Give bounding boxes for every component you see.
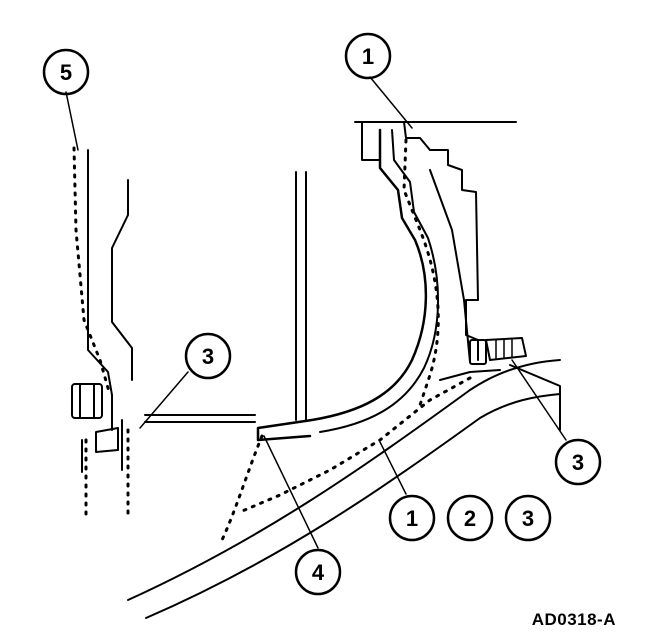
housing-outline — [71, 121, 561, 619]
callout-3-right-label: 3 — [572, 450, 584, 475]
callout-5: 5 — [42, 48, 90, 96]
callout-leaders — [65, 76, 567, 549]
callout-3-bottom: 3 — [504, 494, 552, 542]
callout-4: 4 — [294, 548, 342, 596]
callout-1-bottom: 1 — [388, 494, 436, 542]
fluid-leak-paths — [72, 138, 472, 542]
callout-3-bottom-label: 3 — [522, 506, 534, 531]
callout-2-bottom: 2 — [446, 494, 494, 542]
callout-3-left: 3 — [184, 332, 232, 380]
callout-1-bottom-label: 1 — [406, 506, 418, 531]
callout-1-top: 1 — [344, 32, 392, 80]
figure-id: AD0318-A — [531, 610, 616, 629]
callout-3-left-label: 3 — [202, 344, 214, 369]
callout-2-bottom-label: 2 — [464, 506, 476, 531]
callout-1-top-label: 1 — [362, 44, 374, 69]
callout-4-label: 4 — [312, 560, 325, 585]
callout-5-label: 5 — [60, 60, 72, 85]
callout-3-right: 3 — [554, 438, 602, 486]
